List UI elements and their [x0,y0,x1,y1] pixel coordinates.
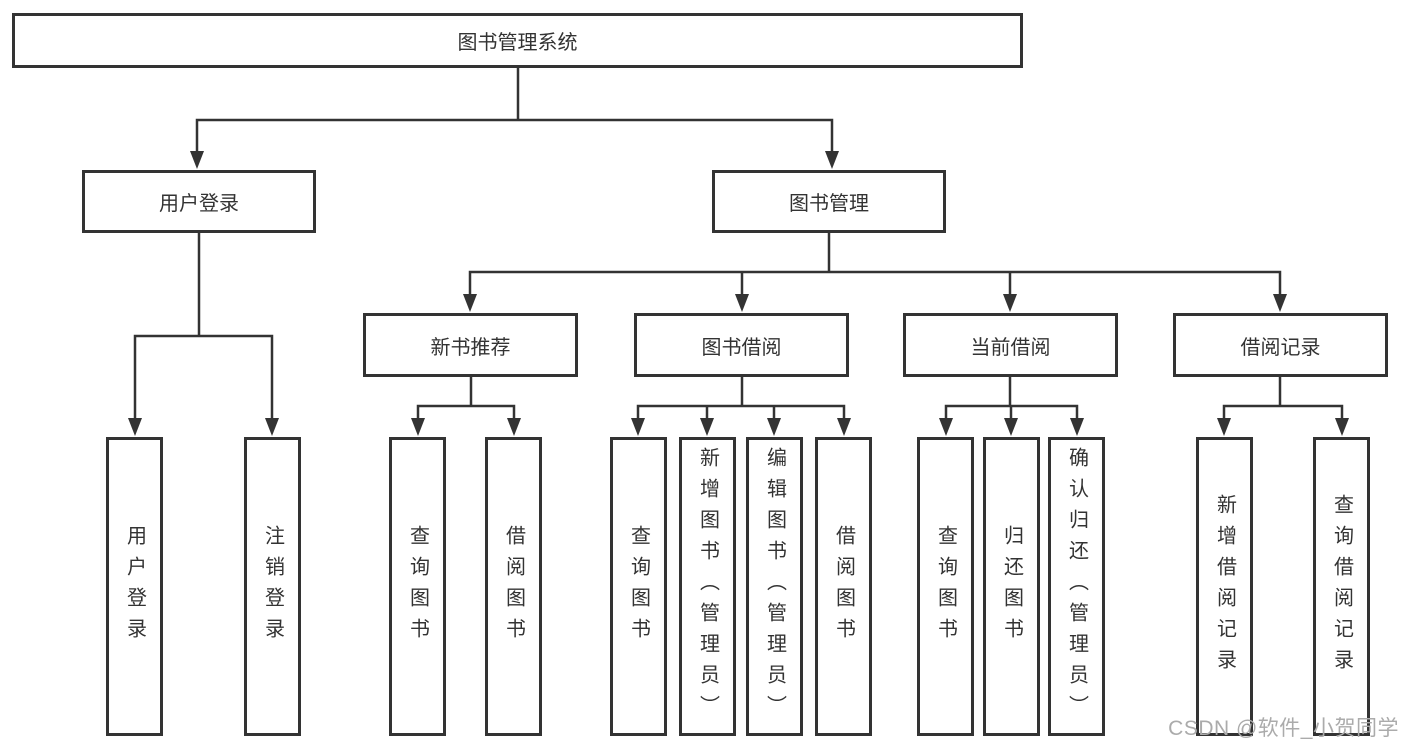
leaf-current-query-books: 查询图书 [917,437,974,736]
node-user-login: 用户登录 [82,170,316,233]
leaf-confirm-return-admin-label: 确认归还（管理员） [1065,447,1088,726]
leaf-query-borrow-record: 查询借阅记录 [1313,437,1370,736]
arrowheads [128,151,1349,436]
node-book-management: 图书管理 [712,170,946,233]
csdn-watermark: CSDN @软件_小贺同学 [1168,717,1399,740]
node-root-system: 图书管理系统 [12,13,1023,68]
node-book-borrow-label: 图书借阅 [701,336,782,359]
leaf-query-borrow-record-label: 查询借阅记录 [1330,493,1353,680]
leaf-user-login-label: 用户登录 [123,524,146,649]
node-user-login-label: 用户登录 [159,193,239,215]
leaf-logout: 注销登录 [244,437,301,736]
node-new-book-recommend: 新书推荐 [363,313,578,377]
leaf-borrow-books-label: 借阅图书 [832,524,855,649]
leaf-edit-books-admin-label: 编辑图书（管理员） [763,447,786,726]
node-borrow-records: 借阅记录 [1173,313,1388,377]
node-book-management-label: 图书管理 [789,193,869,215]
leaf-recommend-borrow-books: 借阅图书 [485,437,542,736]
leaf-recommend-query-books-label: 查询图书 [406,524,429,649]
leaf-return-books-label: 归还图书 [1000,524,1023,649]
leaf-user-login: 用户登录 [106,437,163,736]
node-current-borrow-label: 当前借阅 [970,336,1051,359]
leaf-borrow-query-books-label: 查询图书 [627,524,650,649]
leaf-add-borrow-record-label: 新增借阅记录 [1213,493,1236,680]
leaf-add-books-admin: 新增图书（管理员） [679,437,736,736]
node-current-borrow: 当前借阅 [903,313,1118,377]
node-book-borrow: 图书借阅 [634,313,849,377]
leaf-borrow-books: 借阅图书 [815,437,872,736]
node-new-book-recommend-label: 新书推荐 [430,336,511,359]
leaf-confirm-return-admin: 确认归还（管理员） [1048,437,1105,736]
leaf-current-query-books-label: 查询图书 [934,524,957,649]
leaf-recommend-borrow-books-label: 借阅图书 [502,524,525,649]
leaf-logout-label: 注销登录 [261,524,284,649]
leaf-edit-books-admin: 编辑图书（管理员） [746,437,803,736]
node-borrow-records-label: 借阅记录 [1240,336,1321,359]
leaf-add-books-admin-label: 新增图书（管理员） [696,447,719,726]
leaf-return-books: 归还图书 [983,437,1040,736]
leaf-add-borrow-record: 新增借阅记录 [1196,437,1253,736]
leaf-recommend-query-books: 查询图书 [389,437,446,736]
leaf-borrow-query-books: 查询图书 [610,437,667,736]
node-root-label: 图书管理系统 [457,32,578,54]
